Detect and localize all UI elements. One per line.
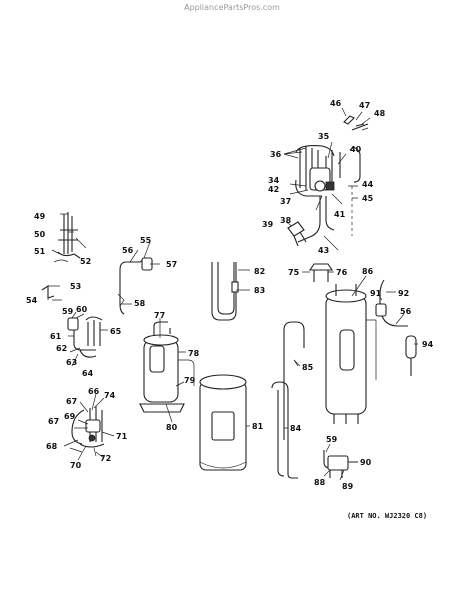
label-60: 60 bbox=[76, 305, 88, 314]
tube-53 bbox=[41, 284, 55, 300]
label-61: 61 bbox=[50, 332, 62, 341]
label-48: 48 bbox=[374, 109, 386, 118]
label-54: 54 bbox=[26, 296, 38, 305]
label-56b: 56 bbox=[400, 307, 412, 316]
label-68: 68 bbox=[46, 442, 58, 451]
label-83: 83 bbox=[254, 286, 265, 295]
label-50: 50 bbox=[34, 230, 46, 239]
art-number: (ART NO. WJ2320 C8) bbox=[347, 512, 428, 520]
label-72: 72 bbox=[100, 454, 111, 463]
label-59: 59 bbox=[62, 307, 74, 316]
label-85: 85 bbox=[302, 363, 314, 372]
label-89: 89 bbox=[342, 482, 354, 491]
label-77: 77 bbox=[154, 311, 165, 320]
leader-lines bbox=[48, 107, 418, 481]
compressor bbox=[139, 321, 195, 413]
label-53: 53 bbox=[70, 282, 81, 291]
label-57: 57 bbox=[166, 260, 177, 269]
label-86: 86 bbox=[362, 267, 374, 276]
label-38: 38 bbox=[280, 216, 292, 225]
reversing-valve-manifold bbox=[287, 145, 361, 247]
label-82: 82 bbox=[254, 267, 265, 276]
part-labels: 46 47 48 35 36 40 34 42 44 37 45 41 38 3… bbox=[26, 99, 434, 491]
label-65: 65 bbox=[110, 327, 122, 336]
label-79: 79 bbox=[184, 376, 196, 385]
u-tube-82 bbox=[211, 262, 239, 321]
label-91: 91 bbox=[370, 289, 382, 298]
label-80: 80 bbox=[166, 423, 178, 432]
label-67b: 67 bbox=[48, 417, 59, 426]
label-64: 64 bbox=[82, 369, 94, 378]
cap-tube-assembly-49 bbox=[53, 212, 81, 263]
label-36: 36 bbox=[270, 150, 282, 159]
label-66: 66 bbox=[88, 387, 100, 396]
label-45: 45 bbox=[362, 194, 374, 203]
valve-clip-assembly bbox=[343, 115, 369, 131]
label-49: 49 bbox=[34, 212, 46, 221]
label-55: 55 bbox=[140, 236, 152, 245]
tube-assembly-56 bbox=[117, 257, 153, 315]
label-41: 41 bbox=[334, 210, 346, 219]
label-71: 71 bbox=[116, 432, 128, 441]
label-52: 52 bbox=[80, 257, 91, 266]
valve-assembly-91-94 bbox=[375, 279, 417, 376]
label-37: 37 bbox=[280, 197, 291, 206]
label-92: 92 bbox=[398, 289, 409, 298]
label-51: 51 bbox=[34, 247, 46, 256]
label-67: 67 bbox=[66, 397, 77, 406]
label-69: 69 bbox=[64, 412, 76, 421]
label-63: 63 bbox=[66, 358, 77, 367]
label-58: 58 bbox=[134, 299, 146, 308]
label-90: 90 bbox=[360, 458, 372, 467]
label-56: 56 bbox=[122, 246, 134, 255]
label-78: 78 bbox=[188, 349, 200, 358]
label-46: 46 bbox=[330, 99, 342, 108]
accumulator-86 bbox=[325, 284, 377, 424]
service-valve-88-90 bbox=[323, 450, 358, 478]
label-76: 76 bbox=[336, 268, 348, 277]
tube-assembly-66-74 bbox=[69, 406, 105, 459]
label-40: 40 bbox=[350, 145, 362, 154]
label-44: 44 bbox=[362, 180, 374, 189]
label-88: 88 bbox=[314, 478, 326, 487]
label-70: 70 bbox=[70, 461, 82, 470]
label-81: 81 bbox=[252, 422, 264, 431]
label-35: 35 bbox=[318, 132, 330, 141]
label-34: 34 bbox=[268, 176, 280, 185]
label-47: 47 bbox=[359, 101, 370, 110]
source-watermark: AppliancePartsPros.com bbox=[184, 3, 280, 12]
tank-81 bbox=[199, 374, 247, 471]
label-74: 74 bbox=[104, 391, 116, 400]
label-84: 84 bbox=[290, 424, 302, 433]
bracket-75 bbox=[308, 263, 334, 282]
label-43: 43 bbox=[318, 246, 329, 255]
label-42: 42 bbox=[268, 185, 279, 194]
label-59b: 59 bbox=[326, 435, 338, 444]
label-75: 75 bbox=[288, 268, 300, 277]
valve-assembly-59-65 bbox=[67, 316, 103, 358]
tube-84 bbox=[271, 321, 305, 479]
label-94: 94 bbox=[422, 340, 434, 349]
label-39: 39 bbox=[262, 220, 274, 229]
label-62: 62 bbox=[56, 344, 67, 353]
